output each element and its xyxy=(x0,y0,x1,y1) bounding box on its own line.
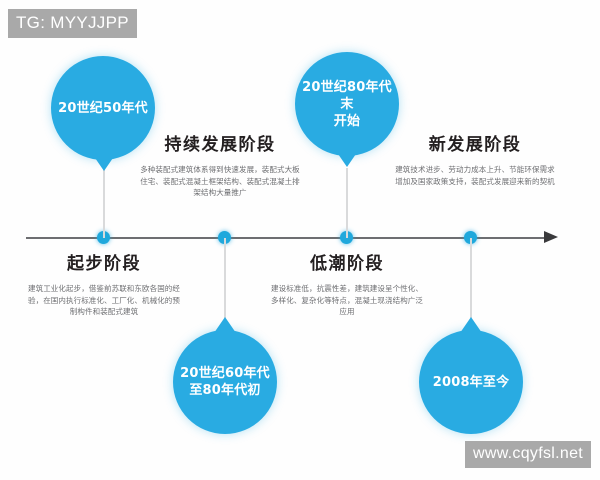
balloon-tail-stage-2 xyxy=(214,317,236,333)
stem-3 xyxy=(346,168,348,238)
timeline-axis xyxy=(26,237,548,239)
stage-body-4: 建筑技术进步、劳动力成本上升、节能环保需求增加及国家政策支持，装配式发展迎来新的… xyxy=(395,165,555,186)
balloon-label-stage-2: 20世纪60年代 至80年代初 xyxy=(180,366,270,398)
stage-body-2: 多种装配式建筑体系得到快速发展，装配式大板住宅、装配式混凝土框架结构、装配式混凝… xyxy=(140,165,300,197)
timeline-node-2[interactable] xyxy=(218,231,231,244)
balloon-stage-2[interactable]: 20世纪60年代 至80年代初 xyxy=(173,330,277,434)
balloon-tail-stage-3 xyxy=(336,151,358,167)
stage-body-3: 建设标准低，抗震性差，建筑建设呈个性化、多样化、复杂化等特点，混凝土现浇结构广泛… xyxy=(271,284,423,316)
balloon-stage-3[interactable]: 20世纪80年代末 开始 xyxy=(295,52,399,156)
balloon-label-stage-1: 20世纪50年代 xyxy=(58,100,148,116)
stage-body-1: 建筑工业化起步，借鉴前苏联和东欧各国的经验，在国内执行标准化、工厂化、机械化的预… xyxy=(28,284,180,316)
text-block-stage-4: 新发展阶段 建筑技术进步、劳动力成本上升、节能环保需求增加及国家政策支持，装配式… xyxy=(395,133,555,187)
text-block-stage-2: 持续发展阶段 多种装配式建筑体系得到快速发展，装配式大板住宅、装配式混凝土框架结… xyxy=(140,133,300,199)
stage-title-1: 起步阶段 xyxy=(67,254,141,274)
text-block-stage-3: 低潮阶段 建设标准低，抗震性差，建筑建设呈个性化、多样化、复杂化等特点，混凝土现… xyxy=(268,252,426,318)
stem-2 xyxy=(224,238,226,318)
balloon-label-stage-4: 2008年至今 xyxy=(432,374,510,390)
balloon-label-stage-3: 20世纪80年代末 开始 xyxy=(302,79,392,129)
stage-title-2: 持续发展阶段 xyxy=(164,135,276,155)
stem-4 xyxy=(470,238,472,318)
stage-title-3: 低潮阶段 xyxy=(310,254,384,274)
balloon-stage-4[interactable]: 2008年至今 xyxy=(419,330,523,434)
timeline-node-4[interactable] xyxy=(464,231,477,244)
balloon-tail-stage-4 xyxy=(460,317,482,333)
text-block-stage-1: 起步阶段 建筑工业化起步，借鉴前苏联和东欧各国的经验，在国内执行标准化、工厂化、… xyxy=(28,252,180,318)
balloon-stage-1[interactable]: 20世纪50年代 xyxy=(51,56,155,160)
stem-1 xyxy=(103,168,105,238)
watermark-top: TG: MYYJJPP xyxy=(8,9,137,38)
stage-title-4: 新发展阶段 xyxy=(428,135,522,155)
watermark-bottom: www.cqyfsl.net xyxy=(465,441,592,468)
timeline-arrow-icon xyxy=(544,231,558,243)
balloon-tail-stage-1 xyxy=(93,155,115,171)
